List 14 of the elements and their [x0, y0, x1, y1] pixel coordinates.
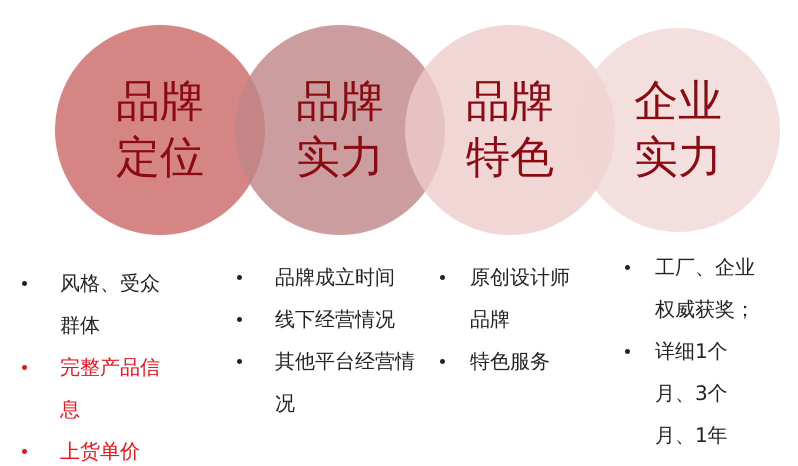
bullet-text: 线下经营情况 — [275, 307, 395, 331]
bullet-text: 原创设计师品牌 — [470, 265, 570, 331]
bullet-text: 风格、受众群体 — [60, 271, 160, 337]
bullet-text: 上货单价 — [60, 439, 140, 463]
bullet-text: 完整产品信息 — [60, 355, 160, 421]
circle-title: 品牌实力 — [295, 75, 385, 185]
bullet-text: 品牌成立时间 — [275, 265, 395, 289]
bullet-text: 工厂、企业权威获奖； — [655, 255, 755, 321]
circle-title: 企业实力 — [633, 75, 723, 185]
circle-title: 品牌特色 — [465, 75, 555, 185]
circle-title: 品牌定位 — [115, 75, 205, 185]
bullet-text: 详细1个月、3个月、1年 — [655, 339, 728, 447]
bullet-text: 特色服务 — [470, 349, 550, 373]
bullet-text: 其他平台经营情况 — [275, 349, 415, 415]
